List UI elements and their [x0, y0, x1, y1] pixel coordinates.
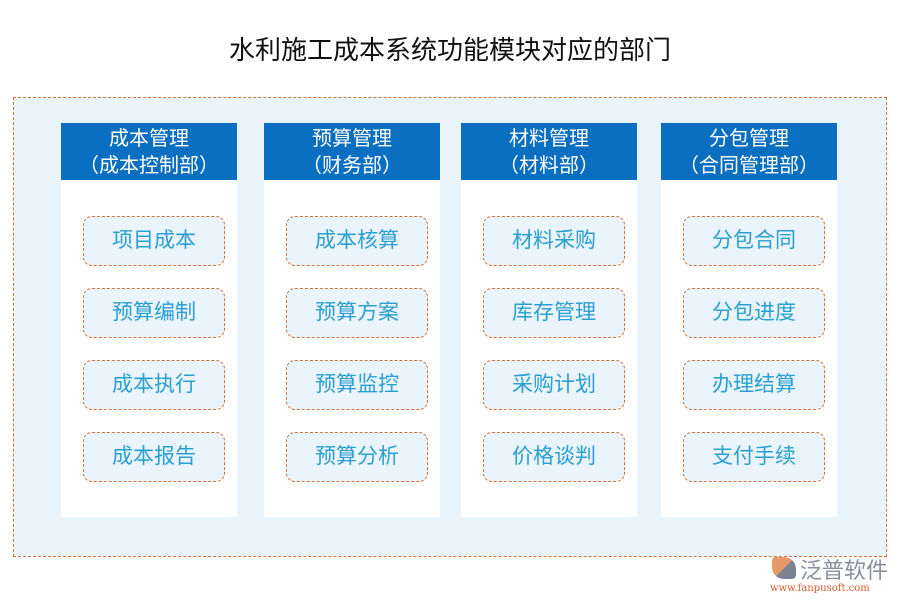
- function-item: 预算方案: [286, 288, 428, 338]
- logo-mark-icon: [772, 557, 796, 579]
- logo-name: 泛普软件: [800, 559, 889, 584]
- department-name: （合同管理部）: [679, 153, 819, 177]
- department-column: 预算管理 （财务部） 成本核算预算方案预算监控预算分析: [264, 123, 440, 517]
- department-column: 成本管理 （成本控制部） 项目成本预算编制成本执行成本报告: [61, 123, 237, 517]
- function-item: 价格谈判: [483, 432, 625, 482]
- function-item: 分包进度: [683, 288, 825, 338]
- function-item: 预算监控: [286, 360, 428, 410]
- function-item: 成本执行: [83, 360, 225, 410]
- module-title: 成本管理: [109, 126, 189, 150]
- function-item: 项目成本: [83, 216, 225, 266]
- column-header: 材料管理 （材料部）: [461, 123, 637, 180]
- column-header: 预算管理 （财务部）: [264, 123, 440, 180]
- function-item: 预算编制: [83, 288, 225, 338]
- function-item: 材料采购: [483, 216, 625, 266]
- department-name: （成本控制部）: [79, 153, 219, 177]
- module-title: 分包管理: [709, 126, 789, 150]
- column-header: 分包管理 （合同管理部）: [661, 123, 837, 180]
- module-title: 预算管理: [312, 126, 392, 150]
- function-item: 采购计划: [483, 360, 625, 410]
- department-column: 材料管理 （材料部） 材料采购库存管理采购计划价格谈判: [461, 123, 637, 517]
- column-header: 成本管理 （成本控制部）: [61, 123, 237, 180]
- department-column: 分包管理 （合同管理部） 分包合同分包进度办理结算支付手续: [661, 123, 837, 517]
- function-item: 成本核算: [286, 216, 428, 266]
- diagram-title: 水利施工成本系统功能模块对应的部门: [228, 36, 671, 66]
- function-item: 预算分析: [286, 432, 428, 482]
- function-item: 办理结算: [683, 360, 825, 410]
- module-title: 材料管理: [509, 126, 589, 150]
- department-name: （材料部）: [499, 153, 599, 177]
- function-item: 库存管理: [483, 288, 625, 338]
- function-item: 分包合同: [683, 216, 825, 266]
- function-item: 支付手续: [683, 432, 825, 482]
- department-name: （财务部）: [302, 153, 402, 177]
- function-item: 成本报告: [83, 432, 225, 482]
- logo-url: www.fanpusoft.com: [770, 583, 870, 594]
